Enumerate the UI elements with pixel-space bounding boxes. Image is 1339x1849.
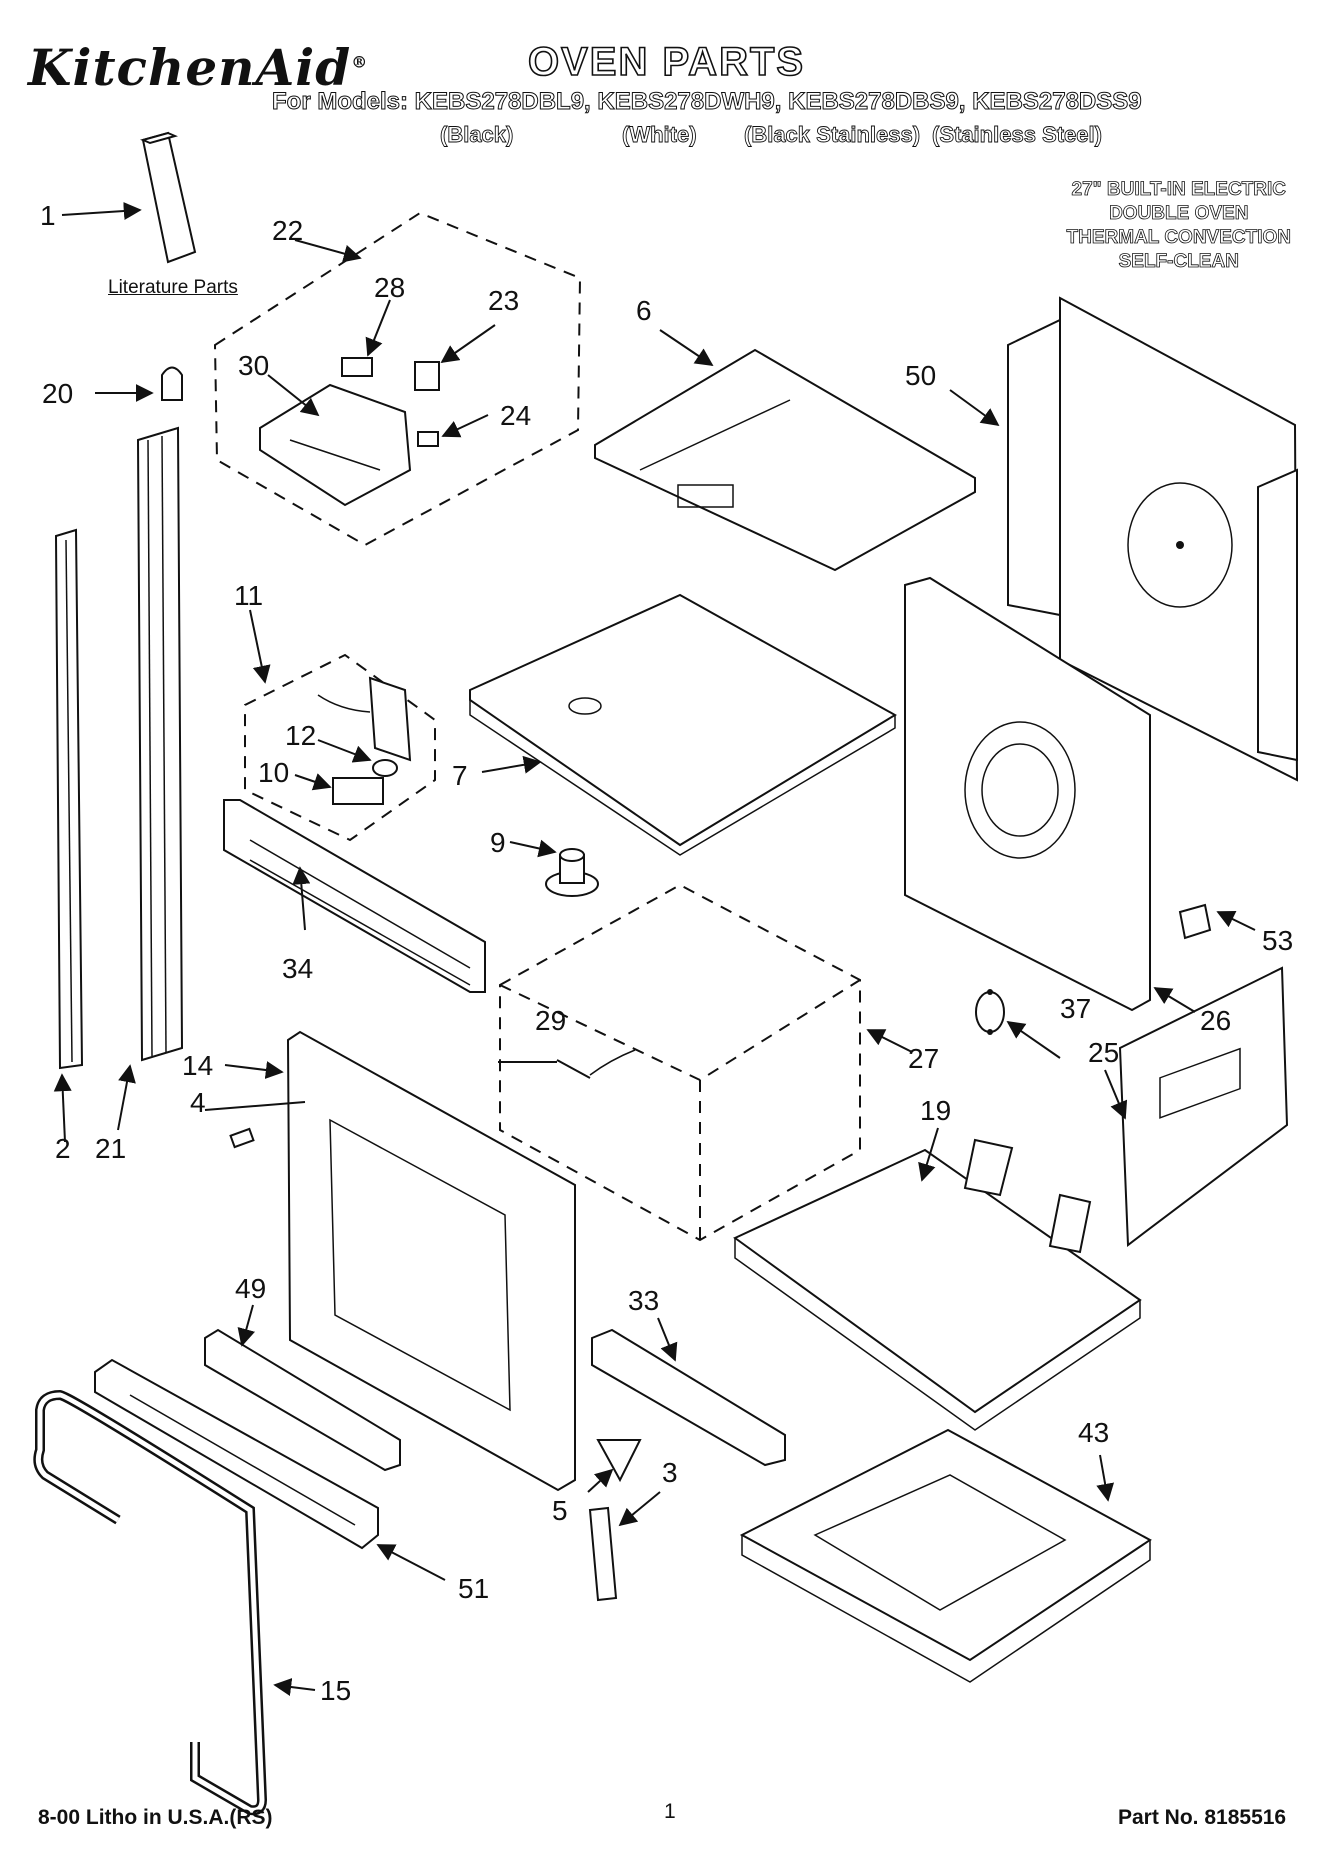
- callout-10: 10: [258, 757, 289, 788]
- part-7-top-panel: [469, 593, 897, 856]
- callout-23: 23: [488, 285, 519, 316]
- part-50-rear-panel: [1007, 296, 1299, 782]
- callout-21: 21: [95, 1133, 126, 1164]
- callout-7: 7: [452, 760, 468, 791]
- callout-numbers: 1 2 3 4 5 6 7 9 10 11 12 14 15 19 20 21 …: [40, 200, 1293, 1706]
- callout-29: 29: [535, 1005, 566, 1036]
- description-line: SELF-CLEAN: [1118, 251, 1239, 273]
- part-43-bottom-tray: [739, 1428, 1152, 1683]
- callout-11: 11: [234, 580, 263, 611]
- callout-25: 25: [1088, 1037, 1119, 1068]
- description-line: DOUBLE OVEN: [1109, 203, 1249, 225]
- callout-22: 22: [272, 215, 303, 246]
- models-line: For Models: KEBS278DBL9, KEBS278DWH9, KE…: [272, 88, 1143, 116]
- part-10-lens: [332, 777, 384, 805]
- description-line: THERMAL CONVECTION: [1066, 227, 1291, 249]
- part-19-bottom-shield: [733, 1138, 1142, 1431]
- part-6-top-shield: [594, 348, 976, 572]
- callout-28: 28: [374, 272, 405, 303]
- callout-37: 37: [1060, 993, 1091, 1024]
- part-30-bracket: [259, 383, 412, 507]
- part-4-screw: [229, 1127, 255, 1149]
- part-34-vent-grille: [223, 799, 486, 993]
- callout-26: 26: [1200, 1005, 1231, 1036]
- part-28-switch: [341, 357, 373, 377]
- literature-parts-label: Literature Parts: [108, 277, 238, 298]
- callout-43: 43: [1078, 1417, 1109, 1448]
- callout-1: 1: [40, 200, 56, 231]
- footer-litho: 8-00 Litho in U.S.A.(RS): [38, 1806, 273, 1829]
- part-24-connector: [417, 431, 439, 447]
- callout-14: 14: [182, 1050, 213, 1081]
- callout-12: 12: [285, 720, 316, 751]
- leader-lines: [53, 202, 1256, 1696]
- callout-53: 53: [1262, 925, 1293, 956]
- callout-50: 50: [905, 360, 936, 391]
- callout-20: 20: [42, 378, 73, 409]
- part-51-lower-vent: [94, 1358, 379, 1550]
- callout-34: 34: [282, 953, 313, 984]
- brand-logo: KitchenAid®: [28, 38, 368, 97]
- callout-51: 51: [458, 1573, 489, 1604]
- callout-19: 19: [920, 1095, 951, 1126]
- footer-part-number: Part No. 8185516: [1118, 1806, 1287, 1829]
- callout-27: 27: [908, 1043, 939, 1074]
- page-title: OVEN PARTS: [527, 39, 806, 85]
- part-23-relay: [414, 361, 440, 391]
- callout-9: 9: [490, 827, 506, 858]
- description-line: 27" BUILT-IN ELECTRIC: [1071, 179, 1287, 201]
- group-22-box: [213, 211, 582, 547]
- part-29-sensor: [556, 1049, 636, 1079]
- callout-2: 2: [55, 1133, 71, 1164]
- part-9-motor: [545, 848, 599, 897]
- brand-name: KitchenAid: [28, 38, 352, 97]
- callout-6: 6: [636, 295, 652, 326]
- product-description: 27" BUILT-IN ELECTRIC DOUBLE OVEN THERMA…: [1066, 178, 1291, 274]
- part-49-support: [204, 1328, 401, 1472]
- part-3-bracket: [588, 1506, 618, 1602]
- callout-3: 3: [662, 1457, 678, 1488]
- callout-49: 49: [235, 1273, 266, 1304]
- part-26-convection-panel: [904, 576, 1151, 1012]
- callout-24: 24: [500, 400, 531, 431]
- callout-30: 30: [238, 350, 269, 381]
- part-25-side-panel: [1118, 966, 1289, 1247]
- callout-5: 5: [552, 1495, 568, 1526]
- callout-15: 15: [320, 1675, 351, 1706]
- part-27-oven-cavity: [499, 883, 861, 1242]
- footer-page-number: 1: [664, 1800, 676, 1823]
- callout-33: 33: [628, 1285, 659, 1316]
- part-2-trim-strip: [54, 528, 84, 1070]
- part-5-gusset: [596, 1439, 642, 1483]
- callout-4: 4: [190, 1087, 206, 1118]
- variant-stainless-steel: (Stainless Steel): [932, 122, 1103, 148]
- part-53-clip: [1178, 903, 1212, 940]
- brand-registered-mark: ®: [351, 52, 369, 72]
- part-12-bulb: [372, 759, 398, 777]
- variant-black: (Black): [440, 122, 514, 148]
- part-21-side-trim: [136, 426, 184, 1062]
- variant-black-stainless: (Black Stainless): [744, 122, 921, 148]
- part-14-front-frame: [286, 1030, 576, 1492]
- part-11-light-assembly: [317, 676, 412, 762]
- part-33-bracket: [591, 1328, 786, 1467]
- part-15-gasket-inner: [35, 1392, 265, 1813]
- part-37-thermal-fuse: [975, 989, 1005, 1035]
- part-20-cap: [161, 366, 183, 401]
- part-1-literature: [139, 131, 197, 264]
- variant-white: (White): [622, 122, 697, 148]
- group-11-box: [244, 653, 436, 842]
